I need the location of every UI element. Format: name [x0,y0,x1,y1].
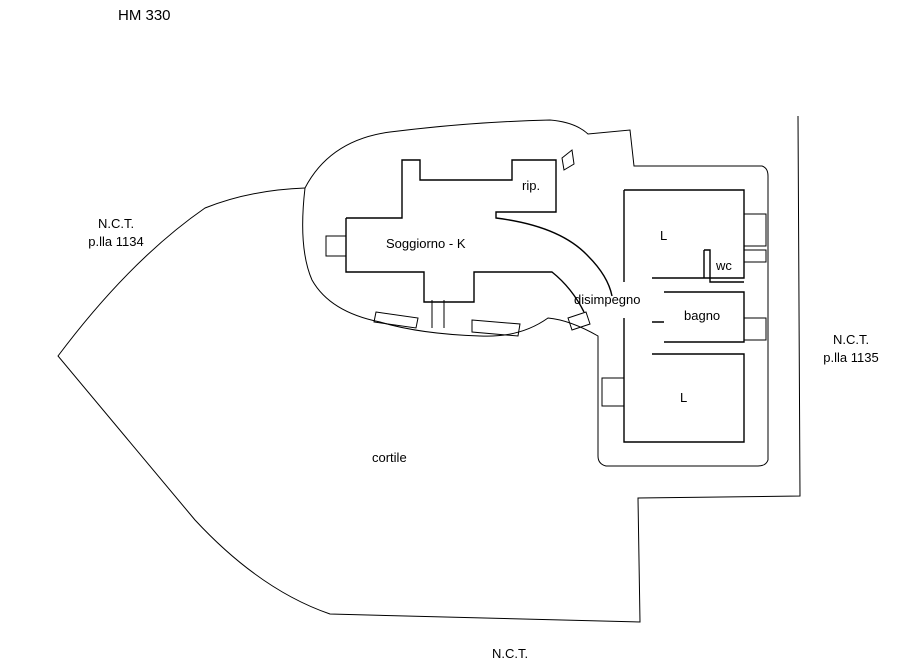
rip-window [561,149,575,171]
courtyard-wall [302,119,769,467]
courtyard-label: cortile [372,450,407,465]
neighbor-east-parcel: p.lla 1135 [823,350,879,365]
wc-walls [703,249,744,283]
room-disimpegno-label: disimpegno [574,292,641,307]
neighbor-east-label: N.C.T. [832,332,870,347]
plan-title: HM 330 [118,7,171,24]
room-bagno-label: bagno [684,308,721,323]
neighbor-west-label: N.C.T. [97,216,135,231]
room-bedroom-1-label: L [660,228,668,243]
neighbor-west-parcel: p.lla 1134 [88,234,144,249]
lot-boundary [57,115,801,623]
neighbor-south-label: N.C.T. [491,646,529,661]
south-windows [373,311,591,337]
living-room-walls [345,159,613,313]
room-bedroom-2-label: L [680,390,688,405]
bathroom-walls [652,291,745,343]
entrance-threshold [431,300,445,328]
room-rip-label: rip. [522,178,541,193]
west-window [325,235,347,257]
room-wc-label: wc [716,258,732,273]
bedroom-2-walls [623,318,745,443]
room-soggiorno-label: Soggiorno - K [386,236,466,251]
east-windows [601,213,767,407]
